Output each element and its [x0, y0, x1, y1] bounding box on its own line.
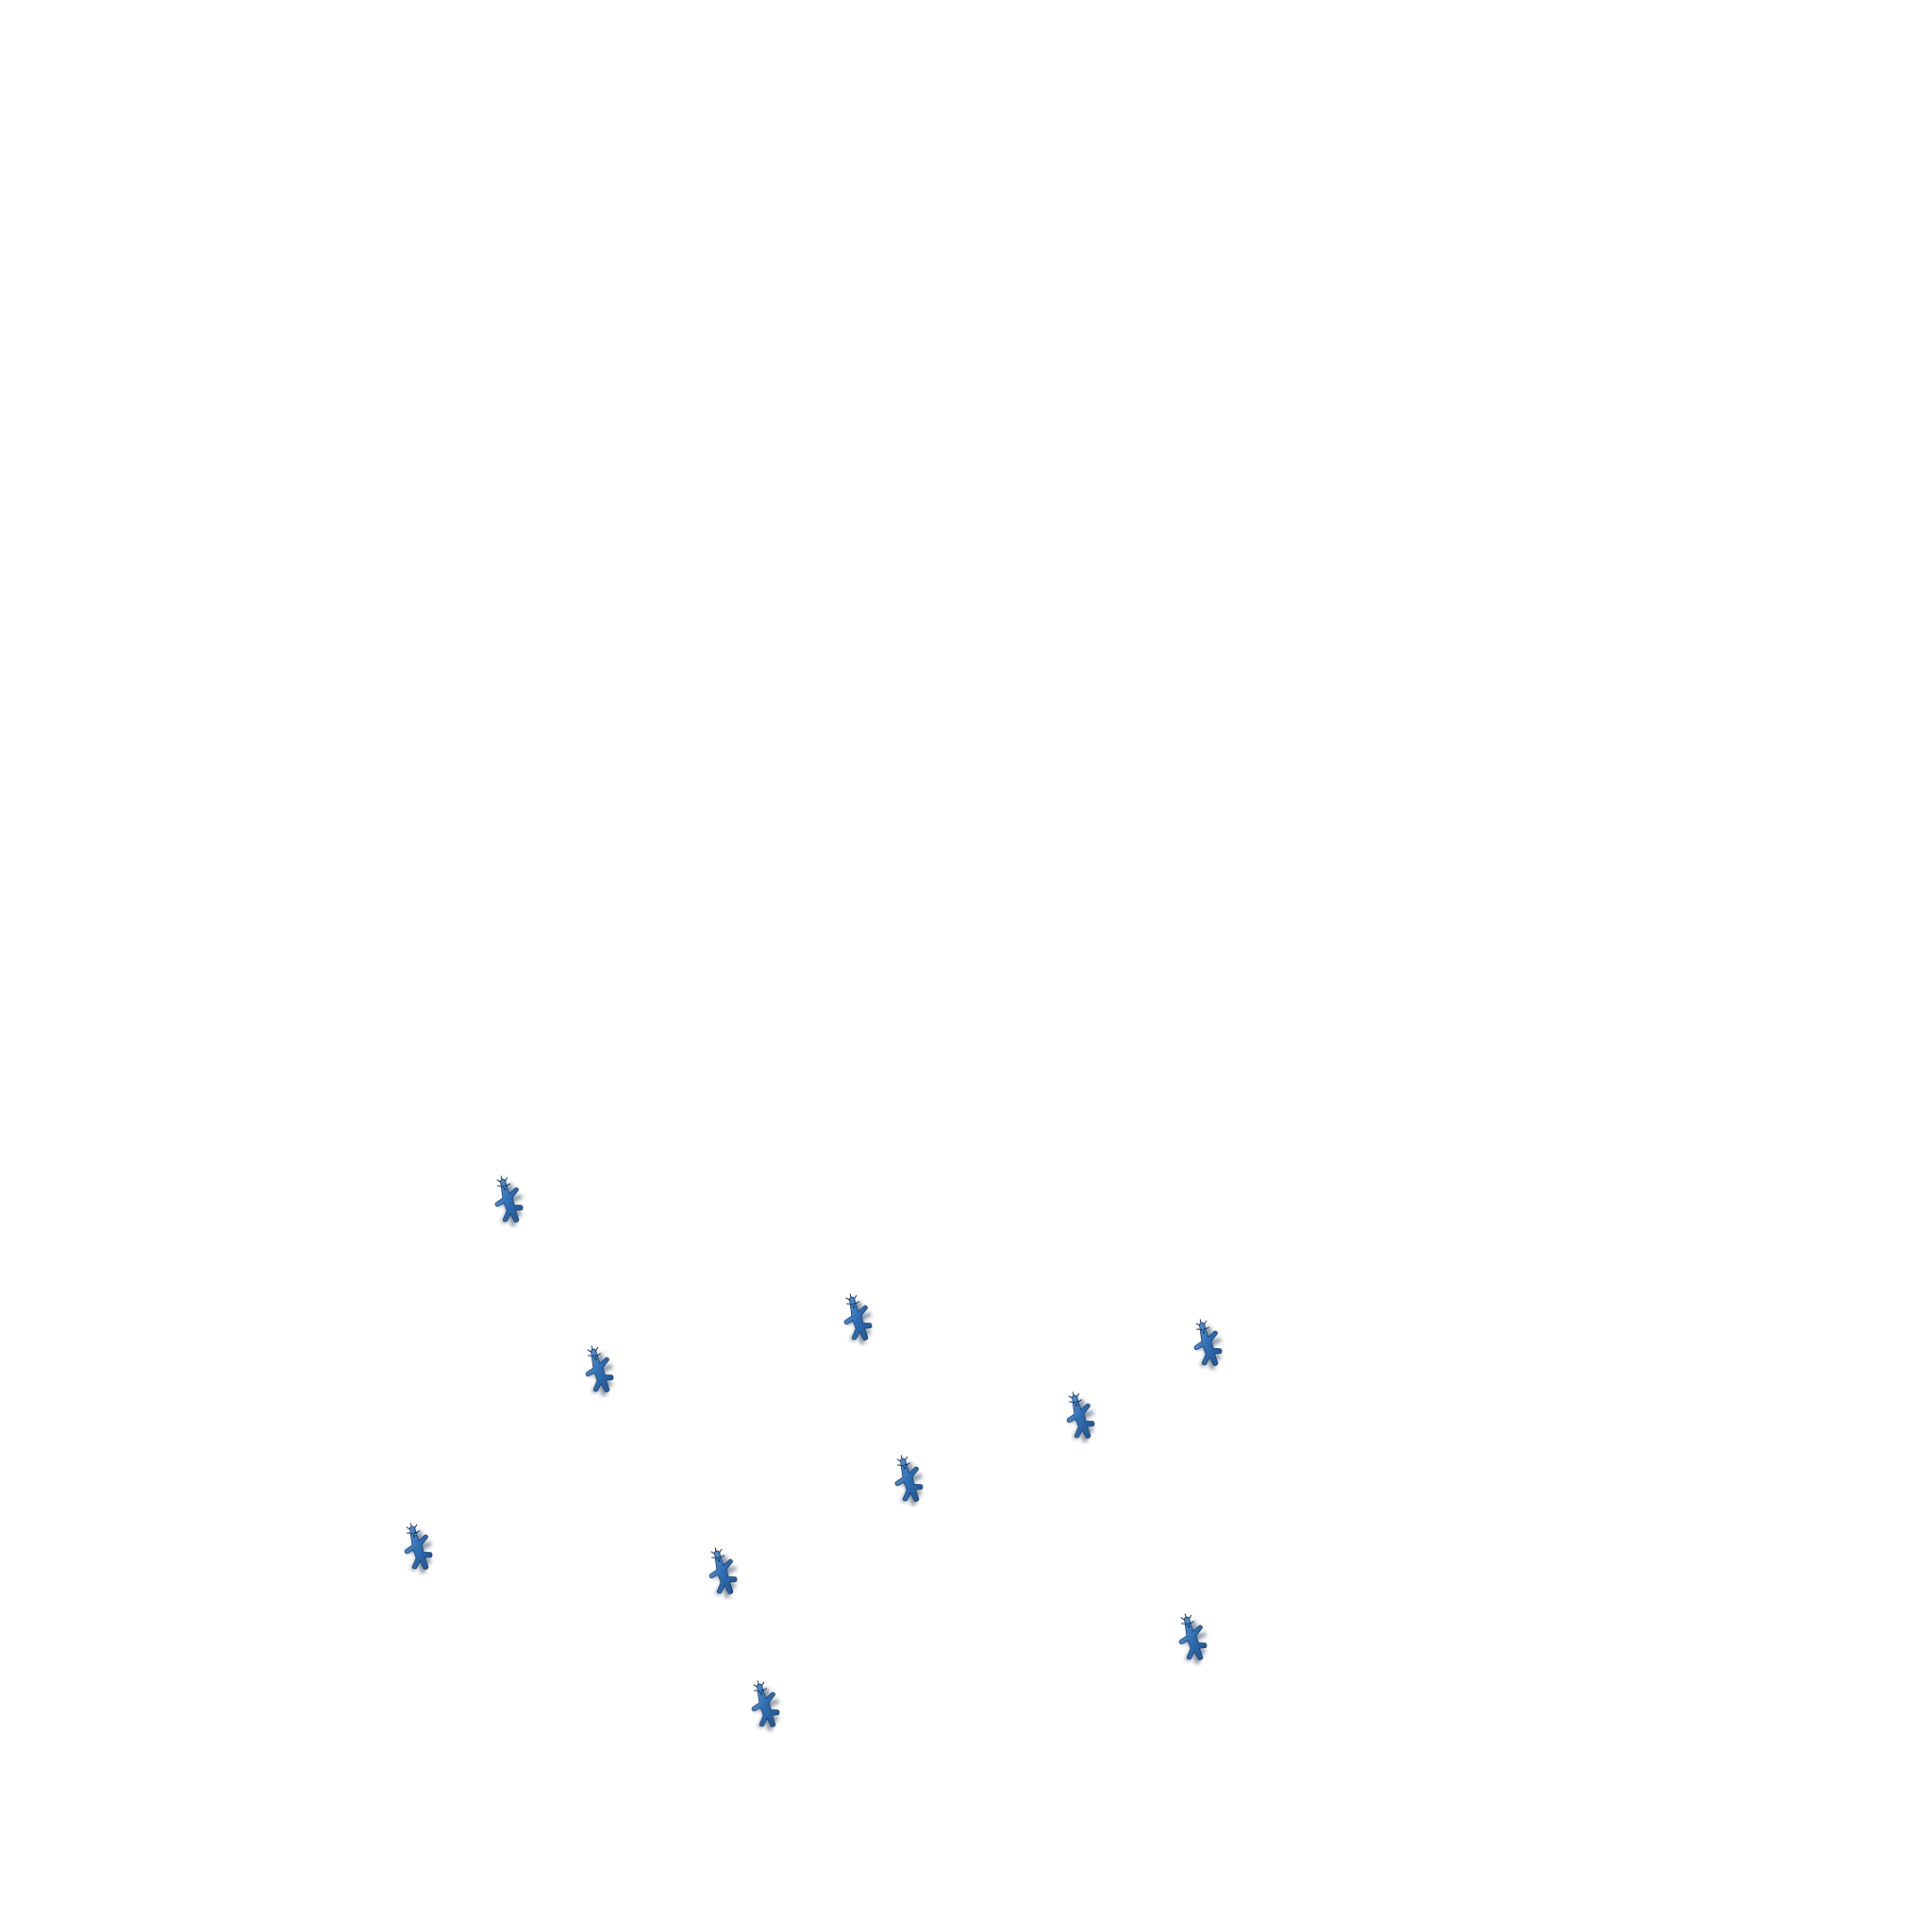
cactus-figure-icon [1169, 1613, 1214, 1666]
cactus-figure-sprite[interactable] [741, 1680, 787, 1733]
cactus-figure-icon [575, 1345, 621, 1398]
cactus-figure-sprite[interactable] [394, 1523, 440, 1575]
cactus-figure-sprite[interactable] [1057, 1391, 1102, 1444]
cactus-figure-icon [699, 1547, 744, 1600]
cactus-figure-icon [834, 1293, 879, 1346]
cactus-figure-icon [741, 1680, 787, 1733]
cactus-figure-icon [885, 1455, 930, 1507]
cactus-figure-sprite[interactable] [1184, 1319, 1229, 1372]
cactus-figure-sprite[interactable] [1169, 1613, 1214, 1666]
cactus-figure-sprite[interactable] [699, 1547, 744, 1600]
cactus-figure-icon [485, 1175, 530, 1228]
cactus-figure-sprite[interactable] [834, 1293, 879, 1346]
cactus-figure-icon [394, 1523, 440, 1575]
cactus-figure-sprite[interactable] [485, 1175, 530, 1228]
cactus-figure-icon [1057, 1391, 1102, 1444]
cactus-figure-icon [1184, 1319, 1229, 1372]
cactus-figure-sprite[interactable] [885, 1455, 930, 1507]
cactus-figure-sprite[interactable] [575, 1345, 621, 1398]
